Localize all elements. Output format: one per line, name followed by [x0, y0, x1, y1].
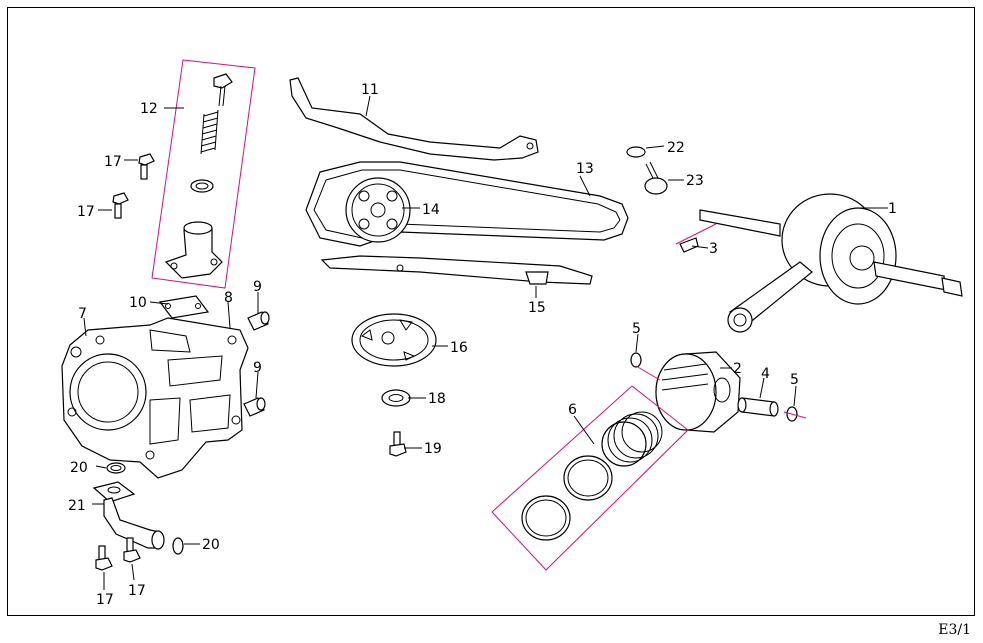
chain-guide-11 [289, 77, 539, 161]
dowel-pin-9-lower [243, 397, 266, 417]
inlet-pipe-21 [92, 481, 165, 550]
tensioner-washer [190, 179, 214, 193]
callout-14: 14 [422, 202, 440, 218]
callout-5-right: 5 [790, 372, 799, 388]
piston-rings-group-outline [491, 385, 689, 571]
callout-2: 2 [733, 361, 742, 377]
cam-sprocket-14 [345, 177, 411, 243]
callout-6: 6 [568, 402, 577, 418]
callout-12: 12 [140, 101, 158, 117]
dowel-pin-9-upper [247, 311, 270, 331]
bolt-17-upper-b [112, 192, 129, 219]
leader-lines [83, 95, 888, 590]
callout-8: 8 [224, 290, 233, 306]
callout-1: 1 [888, 201, 897, 217]
callout-7: 7 [78, 306, 87, 322]
callout-9-lower: 9 [253, 360, 262, 376]
bolt-17-lower-b [123, 537, 141, 563]
callout-9-upper: 9 [253, 279, 262, 295]
circlip-5-left [630, 352, 642, 368]
bolt-19 [389, 431, 407, 457]
callout-17-upper-a: 17 [104, 154, 122, 170]
tensioner-body [164, 221, 223, 279]
gasket-10 [158, 295, 210, 319]
chain-guide-15 [320, 255, 593, 285]
callout-20-left: 20 [70, 460, 88, 476]
piston-rings-6 [521, 411, 663, 541]
callout-23: 23 [686, 173, 704, 189]
callout-20-right: 20 [202, 537, 220, 553]
callout-17-lower-b: 17 [128, 583, 146, 599]
callout-22: 22 [667, 140, 685, 156]
callout-10: 10 [129, 295, 147, 311]
page-code: E3/1 [938, 622, 971, 638]
washer-22 [626, 146, 646, 158]
callout-16: 16 [450, 340, 468, 356]
callout-15: 15 [528, 300, 546, 316]
o-ring-20-left [106, 462, 126, 474]
diagram-frame [7, 7, 975, 616]
tensioner-bolt [213, 73, 233, 107]
callout-5-left: 5 [632, 321, 641, 337]
callout-18: 18 [428, 391, 446, 407]
bolt-17-lower-a [95, 545, 113, 571]
washer-18 [381, 389, 411, 407]
callout-4: 4 [761, 366, 770, 382]
callout-13: 13 [576, 161, 594, 177]
callout-17-upper-b: 17 [77, 204, 95, 220]
key-3 [679, 237, 699, 253]
piston-2 [655, 351, 741, 433]
callout-19: 19 [424, 441, 442, 457]
tensioner-group-outline [151, 59, 256, 289]
tensioner-spring [200, 109, 219, 155]
crankshaft-1 [699, 193, 963, 333]
callout-17-lower-a: 17 [96, 592, 114, 608]
callout-3: 3 [709, 241, 718, 257]
o-ring-20-right [172, 537, 184, 555]
callout-21: 21 [68, 498, 86, 514]
valve-23 [644, 161, 668, 195]
callout-11: 11 [361, 82, 379, 98]
bolt-17-upper-a [138, 153, 155, 180]
piston-pin-4 [737, 397, 779, 417]
plate-16 [351, 313, 437, 367]
cylinder-block [61, 317, 249, 479]
callout-labels: 1 2 3 4 5 5 6 7 8 9 9 10 11 12 13 14 15 … [68, 82, 897, 608]
